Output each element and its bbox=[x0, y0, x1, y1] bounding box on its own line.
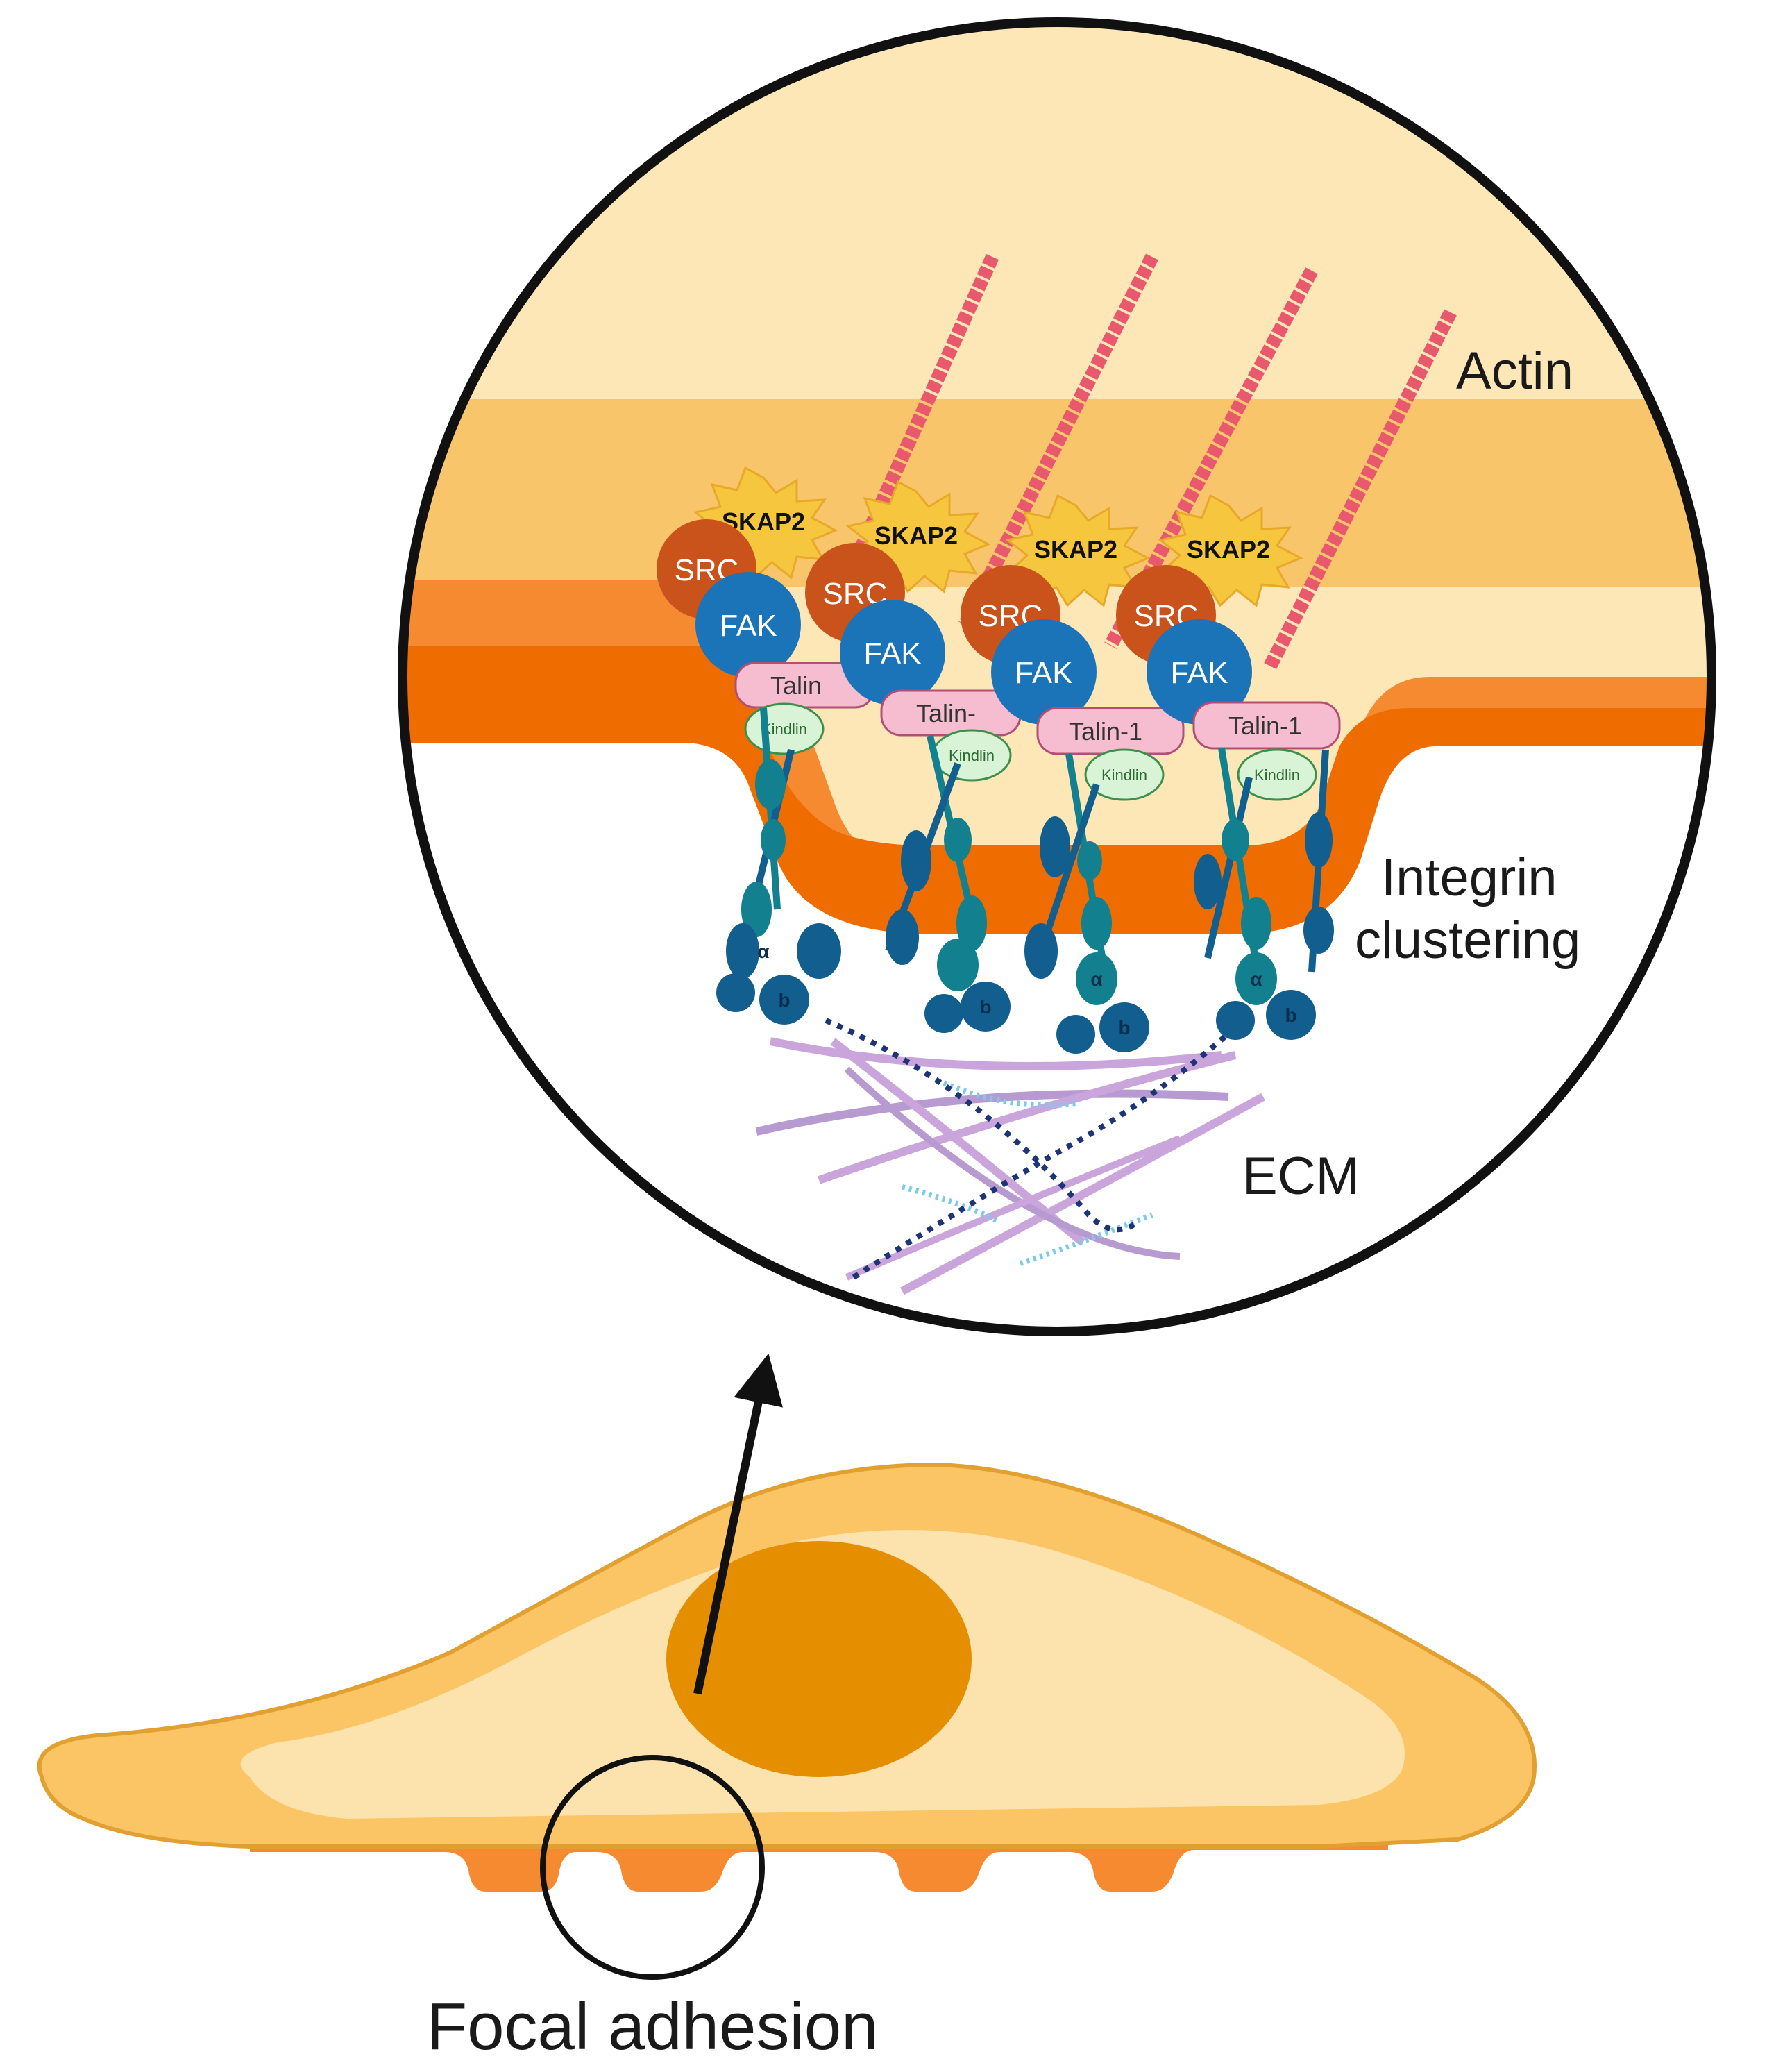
magnifier-circle bbox=[398, 17, 1716, 1336]
alpha-label: α bbox=[757, 941, 769, 962]
fak-protein bbox=[840, 600, 945, 705]
talin-label: Talin-1 bbox=[1228, 712, 1302, 740]
kindlin-label: Kindlin bbox=[949, 747, 995, 764]
ecm-label: ECM bbox=[1242, 1147, 1360, 1206]
talin-label: Talin- bbox=[916, 699, 976, 727]
fak-label: FAK bbox=[1170, 656, 1228, 690]
talin-label: Talin-1 bbox=[1069, 717, 1142, 746]
fak-protein bbox=[991, 619, 1097, 725]
cell bbox=[37, 1462, 1537, 1892]
kindlin-label: Kindlin bbox=[1101, 766, 1147, 784]
focal-adhesion-label: Focal adhesion bbox=[426, 1989, 878, 2064]
nucleus bbox=[666, 1541, 972, 1777]
beta-label: b bbox=[1285, 1004, 1296, 1026]
integrin-complex-3: SKAP2 SRC FAK Talin-1 Kindlin α b bbox=[961, 494, 1185, 1054]
kindlin-label: Kindlin bbox=[1254, 766, 1300, 784]
fak-label: FAK bbox=[1015, 656, 1072, 690]
talin-protein bbox=[1192, 701, 1341, 750]
fak-label: FAK bbox=[863, 637, 921, 671]
alpha-label: α bbox=[1250, 968, 1262, 990]
extracellular-space bbox=[403, 743, 1711, 1331]
kindlin-protein bbox=[1237, 748, 1317, 801]
zoom-view: SKAP2 SRC FAK Talin Kindlin α b SKAP2 bbox=[403, 22, 1711, 1331]
skap2-label: SKAP2 bbox=[874, 521, 958, 550]
integrin-complex-4: SKAP2 SRC FAK Talin-1 Kindlin α b bbox=[1116, 494, 1341, 1040]
talin-label: Talin bbox=[770, 671, 822, 700]
integrin-complex-1: SKAP2 SRC FAK Talin Kindlin α b bbox=[657, 466, 876, 1025]
alpha-label: α bbox=[1090, 968, 1102, 990]
actin-label: Actin bbox=[1456, 342, 1573, 401]
integrin-complex-2: SKAP2 SRC FAK Talin- Kindlin α b bbox=[805, 480, 1022, 1033]
fak-label: FAK bbox=[719, 609, 777, 643]
focal-adhesion-circle bbox=[540, 1755, 765, 1980]
fak-protein bbox=[1147, 619, 1252, 725]
integrin-label-line1: Integrin bbox=[1381, 848, 1557, 907]
fak-protein bbox=[695, 572, 801, 678]
membrane-inner-band bbox=[403, 646, 1711, 934]
beta-label: b bbox=[778, 989, 790, 1011]
arrow-up-icon bbox=[693, 1353, 783, 1695]
beta-label: b bbox=[1118, 1017, 1130, 1038]
kindlin-label: Kindlin bbox=[761, 721, 807, 738]
ecm-fibres bbox=[755, 1018, 1265, 1295]
skap2-label: SKAP2 bbox=[1187, 535, 1270, 564]
beta-label: b bbox=[979, 996, 991, 1018]
skap2-label: SKAP2 bbox=[1034, 535, 1117, 564]
integrin-label-line2: clustering bbox=[1355, 911, 1580, 970]
kindlin-protein bbox=[1084, 748, 1165, 801]
